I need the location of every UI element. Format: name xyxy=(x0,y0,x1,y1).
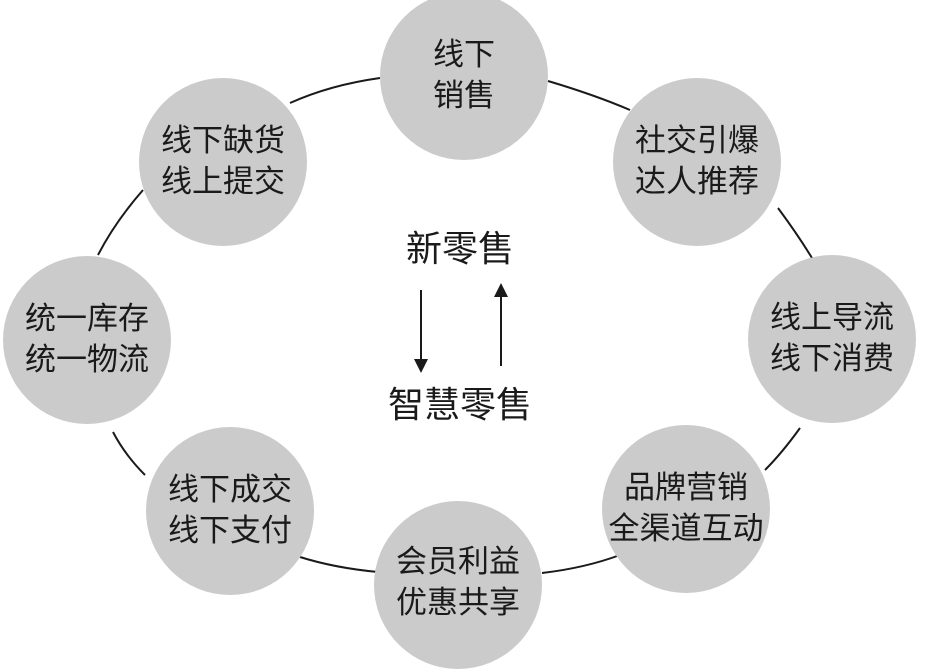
connector-2 xyxy=(547,80,631,111)
circle-online-to-offline xyxy=(748,255,916,423)
circle-brand-marketing xyxy=(602,425,770,593)
circle-out-of-stock-online xyxy=(139,78,307,246)
node-label-line: 全渠道互动 xyxy=(608,511,764,547)
ring-circles xyxy=(3,0,916,669)
node-label-line: 线下支付 xyxy=(168,513,292,549)
node-label-member-benefits: 会员利益 优惠共享 xyxy=(368,542,548,624)
connector-1 xyxy=(289,77,381,104)
node-label-offline-deal: 线下成交 线下支付 xyxy=(140,470,320,552)
node-label-social-recommend: 社交引爆 达人推荐 xyxy=(607,121,787,203)
connector-6 xyxy=(299,556,379,573)
circle-offline-deal xyxy=(146,427,314,595)
node-label-line: 线上导流 xyxy=(770,300,894,336)
center-title-smart-retail: 智慧零售 xyxy=(387,385,532,426)
circle-unified-inventory xyxy=(3,256,171,424)
node-label-line: 线下缺货 xyxy=(161,123,285,159)
node-label-line: 会员利益 xyxy=(396,544,520,580)
connector-3 xyxy=(777,207,813,259)
node-label-line: 统一库存 xyxy=(25,301,149,337)
circle-member-benefits xyxy=(374,501,542,669)
connector-8 xyxy=(97,189,144,256)
connector-4 xyxy=(764,427,801,471)
node-label-line: 社交引爆 xyxy=(635,123,759,159)
node-label-line: 线下 xyxy=(433,37,495,73)
node-label-unified-inventory: 统一库存 统一物流 xyxy=(0,299,177,381)
node-label-line: 线上提交 xyxy=(161,164,285,200)
node-label-line: 销售 xyxy=(433,78,495,114)
node-label-line: 优惠共享 xyxy=(396,585,520,621)
node-label-offline-sales: 线下 销售 xyxy=(374,35,554,117)
node-label-online-to-offline: 线上导流 线下消费 xyxy=(742,298,922,380)
center-title-new-retail: 新零售 xyxy=(405,229,514,270)
node-label-out-of-stock-online: 线下缺货 线上提交 xyxy=(133,121,313,203)
node-label-line: 达人推荐 xyxy=(635,164,759,200)
node-label-brand-marketing: 品牌营销 全渠道互动 xyxy=(596,468,776,550)
circle-social-recommend xyxy=(613,78,781,246)
node-label-line: 统一物流 xyxy=(25,342,149,378)
connector-5 xyxy=(541,554,621,574)
node-label-line: 品牌营销 xyxy=(624,470,748,506)
node-label-line: 线下消费 xyxy=(770,341,894,377)
circle-offline-sales xyxy=(380,0,548,160)
connector-7 xyxy=(112,431,146,476)
node-label-line: 线下成交 xyxy=(168,472,292,508)
ring-connectors xyxy=(97,77,813,574)
